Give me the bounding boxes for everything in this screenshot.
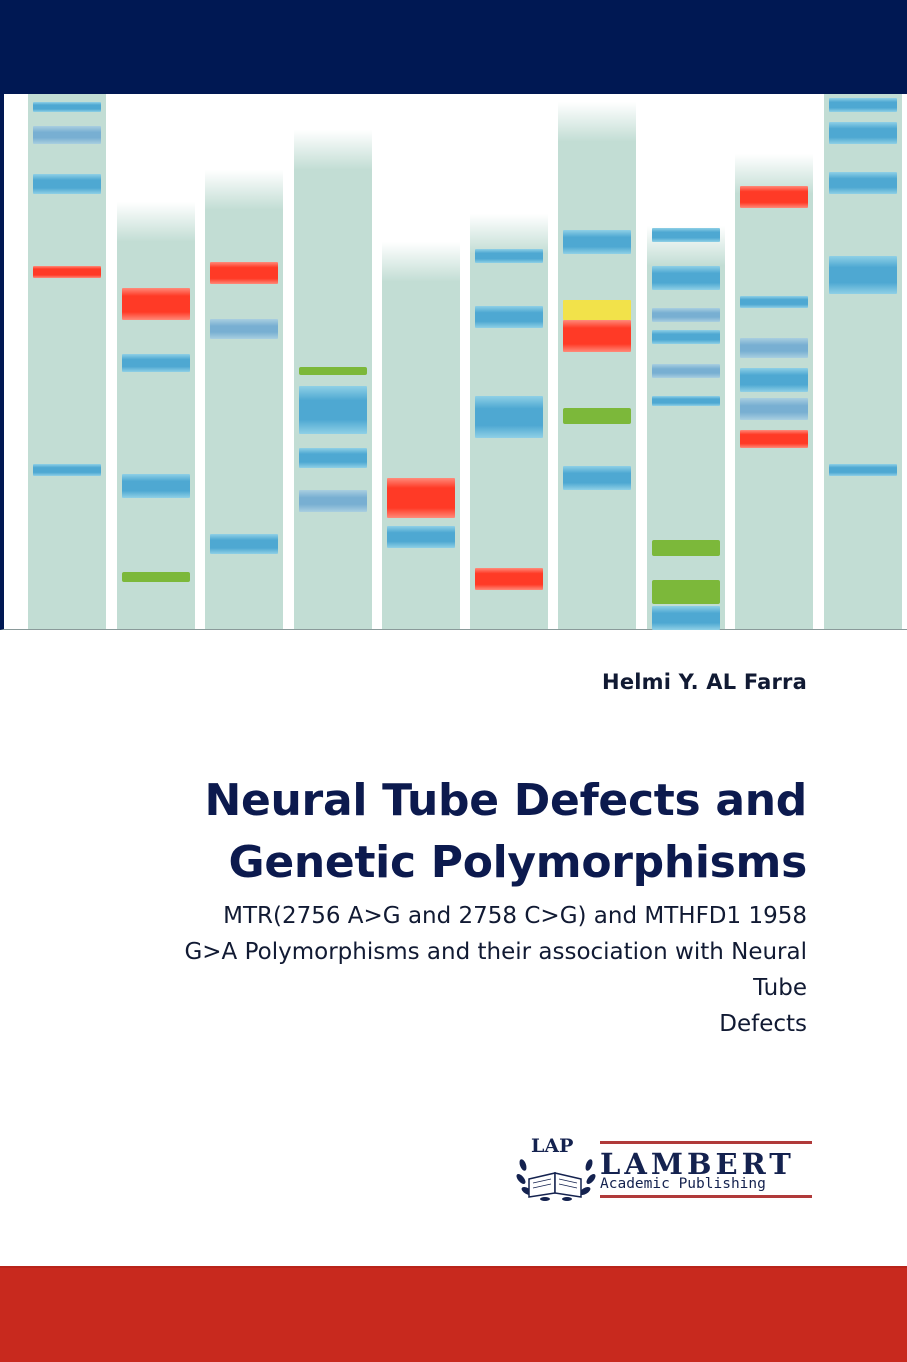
gel-band-blue [652, 266, 720, 290]
gel-band-green [563, 408, 631, 424]
gel-electrophoresis-illustration [0, 94, 907, 630]
subtitle-line-1: MTR(2756 A>G and 2758 C>G) and MTHFD1 19… [223, 903, 807, 929]
gel-band-blue [740, 368, 808, 392]
gel-band-blue [829, 122, 897, 144]
gel-band-blue [829, 464, 897, 476]
gel-band-green [652, 540, 720, 556]
subtitle-line-3: Tube [753, 975, 807, 1001]
gel-band-green [122, 572, 190, 582]
gel-lane [117, 202, 195, 629]
gel-band-blue [33, 174, 101, 194]
gel-band-lblue [299, 490, 367, 512]
gel-band-red [33, 266, 101, 278]
gel-lane [470, 214, 548, 629]
logo-rule-bottom [600, 1195, 812, 1198]
gel-band-blue [387, 526, 455, 548]
gel-band-lblue [740, 398, 808, 420]
gel-band-blue [740, 296, 808, 308]
gel-lane [382, 242, 460, 629]
gel-band-blue [829, 256, 897, 294]
gel-band-blue [33, 464, 101, 476]
gel-lane [205, 170, 283, 629]
gel-lane [735, 154, 813, 629]
logo-rule-top [600, 1141, 812, 1144]
subtitle-line-2: G>A Polymorphisms and their association … [184, 939, 807, 965]
gel-band-blue [299, 386, 367, 434]
book-title-line-1: Neural Tube Defects and [204, 775, 807, 826]
gel-band-lblue [652, 308, 720, 322]
lane-fade [558, 102, 636, 142]
lane-fade [294, 130, 372, 170]
book-title: Neural Tube Defects and Genetic Polymorp… [204, 770, 807, 894]
publisher-logo: LAP LAMBERT Academic Publishing [515, 1135, 815, 1205]
gel-band-blue [652, 396, 720, 406]
top-navy-band [0, 0, 907, 94]
gel-band-blue [210, 534, 278, 554]
gel-band-blue [475, 396, 543, 438]
gel-band-yellow [563, 300, 631, 320]
gel-band-red [387, 478, 455, 518]
book-subtitle: MTR(2756 A>G and 2758 C>G) and MTHFD1 19… [47, 898, 807, 1042]
gel-lane [294, 130, 372, 629]
gel-lane [558, 102, 636, 629]
gel-band-blue [652, 606, 720, 630]
gel-lane [28, 94, 106, 629]
gel-band-blue [652, 330, 720, 344]
gel-band-lblue [740, 338, 808, 358]
author-name: Helmi Y. AL Farra [602, 670, 807, 694]
gel-band-lblue [210, 319, 278, 339]
gel-lane [647, 226, 725, 630]
gel-band-blue [122, 474, 190, 498]
publisher-tagline: Academic Publishing [600, 1176, 766, 1192]
lane-fade [470, 214, 548, 254]
gel-band-red [740, 186, 808, 208]
gel-band-lblue [33, 126, 101, 144]
gel-band-green [299, 367, 367, 375]
publisher-name: LAMBERT [600, 1147, 795, 1181]
gel-band-red [740, 430, 808, 448]
gel-band-blue [475, 249, 543, 263]
lane-fade [117, 202, 195, 242]
gel-band-red [475, 568, 543, 590]
lane-fade [382, 242, 460, 282]
gel-band-red [563, 320, 631, 352]
lane-fade [205, 170, 283, 210]
gel-band-blue [122, 354, 190, 372]
gel-band-red [210, 262, 278, 284]
gel-band-blue [563, 230, 631, 254]
open-book-laurel-icon [516, 1159, 596, 1201]
book-title-line-2: Genetic Polymorphisms [228, 837, 808, 888]
gel-band-blue [829, 98, 897, 112]
lap-monogram: LAP [531, 1135, 574, 1157]
bottom-red-band [0, 1266, 907, 1362]
gel-lane [824, 94, 902, 629]
gel-band-blue [299, 448, 367, 468]
gel-band-blue [33, 102, 101, 112]
gel-band-green [652, 580, 720, 604]
gel-band-blue [829, 172, 897, 194]
gel-band-blue [475, 306, 543, 328]
gel-band-red [122, 288, 190, 320]
gel-band-blue [563, 466, 631, 490]
gel-band-blue [652, 228, 720, 242]
subtitle-line-4: Defects [719, 1011, 807, 1037]
gel-band-lblue [652, 364, 720, 378]
